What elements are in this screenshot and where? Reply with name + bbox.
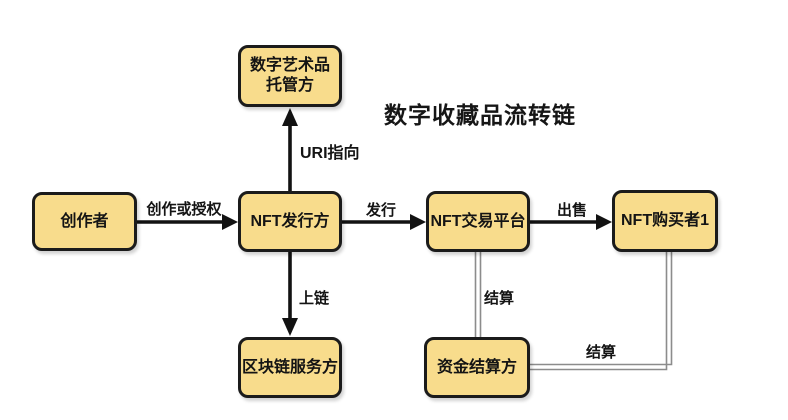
node-issuer-label: NFT发行方 bbox=[250, 212, 330, 230]
node-creator-label: 创作者 bbox=[60, 212, 109, 230]
arrowhead-right-icon bbox=[222, 214, 238, 230]
edge-sell bbox=[530, 214, 612, 230]
edge-label-on-chain: 上链 bbox=[299, 290, 330, 307]
node-buyer-1: NFT购买者1 bbox=[612, 190, 718, 252]
edge-settle-buyer bbox=[530, 252, 673, 371]
node-creator: 创作者 bbox=[32, 192, 137, 251]
edge-label-uri-points-to: URI指向 bbox=[300, 145, 360, 162]
edge-issue bbox=[342, 214, 426, 230]
node-issuer: NFT发行方 bbox=[238, 191, 342, 252]
edge-label-issue: 发行 bbox=[366, 202, 397, 219]
edge-on-chain bbox=[282, 252, 298, 336]
node-custodian-label-line1: 数字艺术品 bbox=[249, 57, 330, 74]
edge-uri-points-to bbox=[282, 108, 298, 191]
node-custodian-label-line2: 托管方 bbox=[265, 77, 314, 94]
node-fund-settlement: 资金结算方 bbox=[424, 337, 530, 398]
diagram-title: 数字收藏品流转链 bbox=[384, 102, 576, 128]
arrowhead-right-icon bbox=[410, 214, 426, 230]
edge-label-settle-platform: 结算 bbox=[484, 290, 515, 307]
node-platform-label: NFT交易平台 bbox=[430, 212, 526, 230]
node-blockchain-service: 区块链服务方 bbox=[238, 337, 342, 398]
edge-label-create-or-authorize: 创作或授权 bbox=[146, 201, 222, 218]
arrowhead-right-icon bbox=[596, 214, 612, 230]
arrowhead-up-icon bbox=[282, 108, 298, 126]
edge-settle-platform bbox=[474, 252, 482, 337]
node-blockchain-label: 区块链服务方 bbox=[241, 358, 338, 376]
node-trading-platform: NFT交易平台 bbox=[426, 191, 530, 252]
edge-label-sell: 出售 bbox=[557, 202, 588, 219]
edge-create-or-authorize bbox=[137, 214, 238, 230]
node-buyer-label: NFT购买者1 bbox=[620, 212, 709, 229]
node-settlement-label: 资金结算方 bbox=[436, 358, 517, 376]
arrowhead-down-icon bbox=[282, 318, 298, 336]
node-custodian: 数字艺术品 托管方 bbox=[238, 45, 342, 107]
edge-label-settle-buyer: 结算 bbox=[586, 344, 617, 361]
